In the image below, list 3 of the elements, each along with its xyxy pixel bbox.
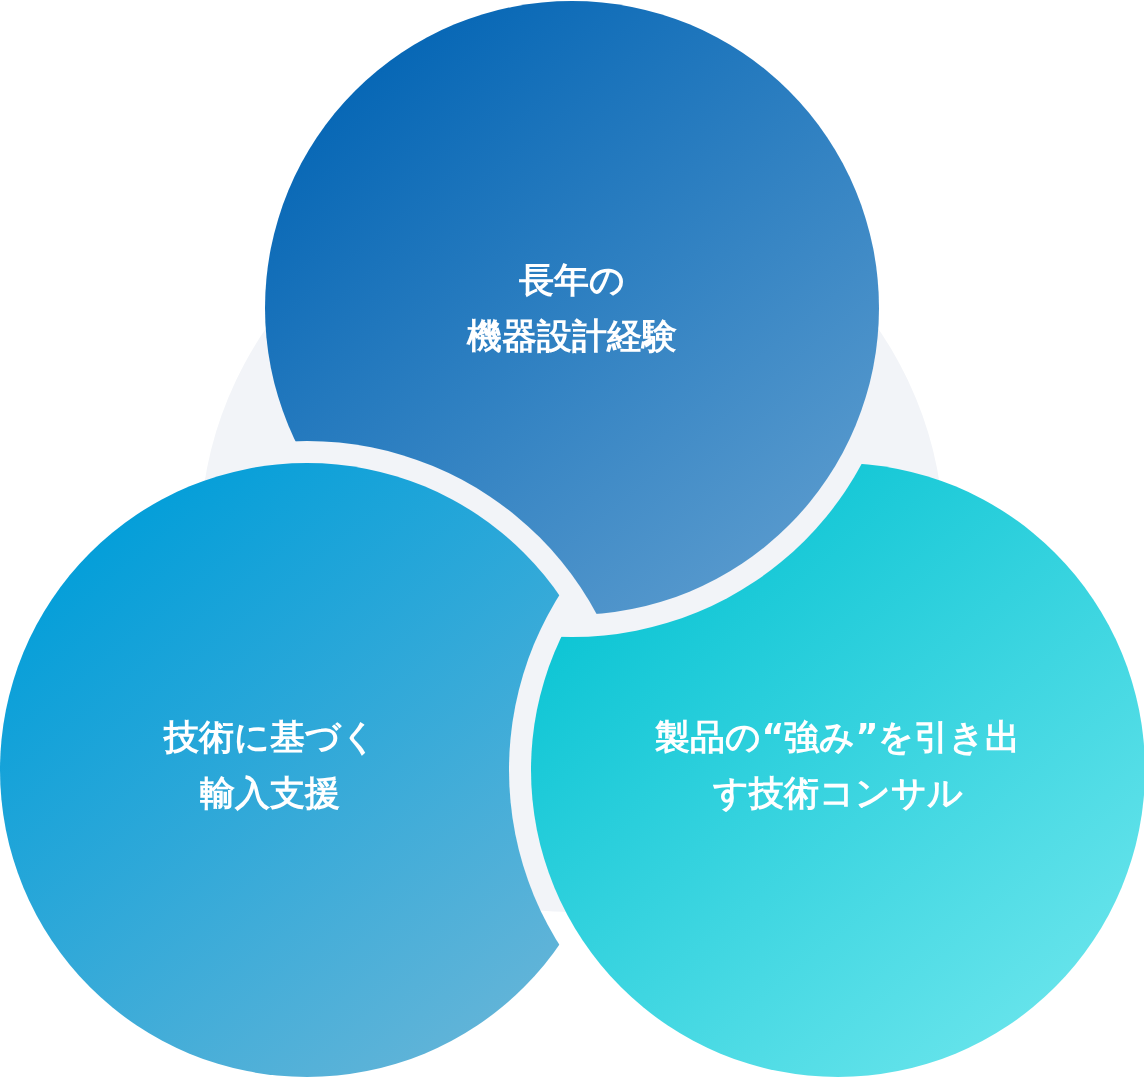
circle-label: 製品の“強み”を引き出す技術コンサル <box>654 716 1022 815</box>
circle-label: 技術に基づく輸入支援 <box>162 716 378 815</box>
circle-label: 長年の機器設計経験 <box>465 259 678 358</box>
